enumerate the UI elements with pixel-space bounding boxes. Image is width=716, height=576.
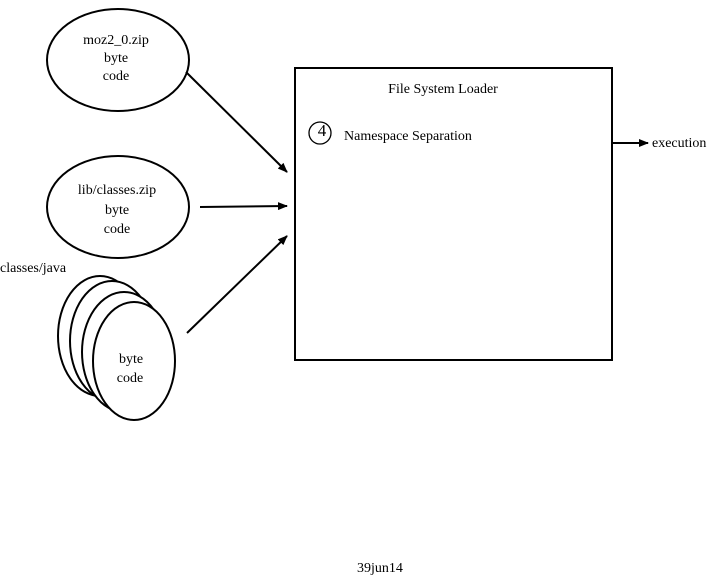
arrow-stack-to-loader	[186, 235, 288, 334]
source-moz-zip: moz2_0.zip byte code	[46, 8, 190, 112]
class-stack-ellipse-front	[92, 301, 176, 421]
source-class-stack: classes/java byte code	[0, 261, 176, 421]
lib-zip-code: code	[104, 222, 130, 237]
moz-zip-byte: byte	[104, 51, 128, 66]
loader-title: File System Loader	[388, 82, 498, 97]
step-label: Namespace Separation	[344, 129, 472, 144]
moz-zip-ellipse	[46, 8, 190, 112]
class-stack-code: code	[117, 371, 143, 386]
footer-date-code: 39jun14	[357, 561, 403, 576]
lib-zip-byte: byte	[105, 203, 129, 218]
step-number-circle	[308, 121, 332, 145]
arrow-moz-to-loader	[185, 71, 288, 173]
lib-zip-name: lib/classes.zip	[78, 183, 156, 198]
class-stack-byte: byte	[119, 352, 143, 367]
step-number: 4	[318, 121, 327, 140]
moz-zip-code: code	[103, 69, 129, 84]
class-dir-label: classes/java	[0, 261, 67, 276]
loader-box	[294, 67, 613, 361]
file-system-loader: File System Loader 4 Namespace Separatio…	[294, 67, 613, 361]
lib-zip-ellipse	[46, 155, 190, 259]
execution-label: execution	[652, 136, 706, 151]
source-lib-zip: lib/classes.zip byte code	[46, 155, 190, 259]
moz-zip-name: moz2_0.zip	[83, 33, 149, 48]
arrow-lib-to-loader	[199, 202, 288, 211]
